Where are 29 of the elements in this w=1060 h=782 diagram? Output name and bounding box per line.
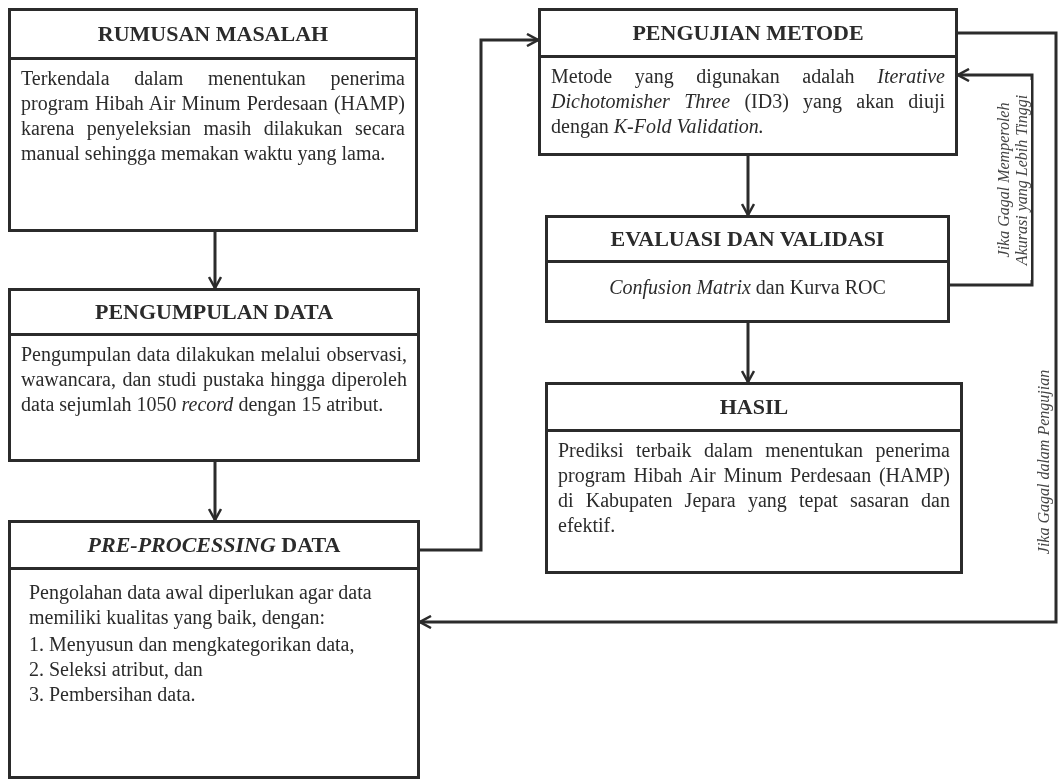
arrow [740,323,756,384]
arrow [418,31,1058,630]
box-text: Metode yang digunakan adalah Iterative Dichotomisher Three (ID3) yang akan diuji dengan K-Fold Validation. [551,64,945,139]
box-text: Terkendala dalam menentukan penerima program Hibah Air Minum Perdesaan (HAMP) karena penyeleksian masih dilakukan secara manual sehingga memakan waktu yang lama. [21,66,405,166]
arrow [740,156,756,217]
process-box [538,8,958,156]
box-heading: PENGUMPULAN DATA [94,299,334,325]
list-item: 1. Menyusun dan mengkategorikan data, [29,632,356,657]
box-heading: PRE-PROCESSING DATA [87,532,341,558]
process-box [545,382,963,574]
process-box [8,8,418,232]
box-text: Confusion Matrix dan Kurva ROC [608,275,887,300]
process-box [8,288,420,462]
arrow [207,462,223,522]
arrow [420,32,540,552]
box-text: Pengolahan data awal diperlukan agar data memiliki kualitas yang baik, dengan: [29,580,373,630]
box-text: Prediksi terbaik dalam menentukan penerima program Hibah Air Minum Perdesaan (HAMP) di Kabupaten Jepara yang tepat sasaran dan efektif. [558,438,950,538]
list-item: 2. Seleksi atribut, dan [29,657,204,682]
box-heading: EVALUASI DAN VALIDASI [610,226,885,252]
arrow [950,67,1034,287]
arrow [207,232,223,290]
edge-label: Jika Gagal Memperoleh Akurasi yang Lebih Tinggi [995,80,1031,280]
box-heading: PENGUJIAN METODE [632,20,864,46]
process-box [8,520,420,779]
box-heading: RUMUSAN MASALAH [97,21,329,47]
box-heading: HASIL [719,394,789,420]
list-item: 3. Pembersihan data. [29,682,197,707]
process-box [545,215,950,323]
box-text: Pengumpulan data dilakukan melalui observasi, wawancara, dan studi pustaka hingga diperoleh data sejumlah 1050 record dengan 15 atribut. [21,342,407,417]
